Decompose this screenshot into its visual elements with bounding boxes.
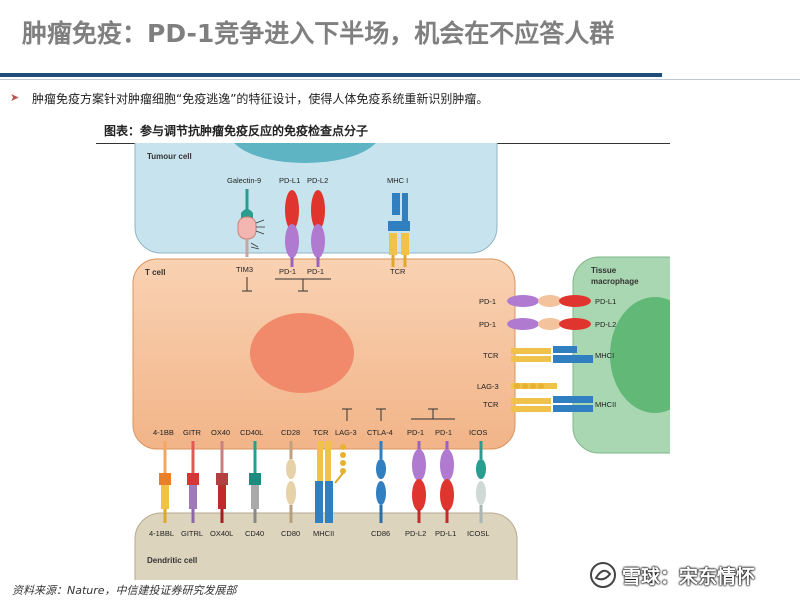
r5-left-label: TCR — [483, 400, 499, 409]
bullet-arrow-icon: ➤ — [10, 91, 20, 104]
macrophage-label-2: macrophage — [591, 277, 639, 286]
label-cd40l: CD40L — [240, 428, 263, 437]
label-lag3-bottom: LAG-3 — [335, 428, 357, 437]
pd1-top-label-a: PD-1 — [279, 267, 296, 276]
tim3-label: TIM3 — [236, 265, 253, 274]
tumour-nucleus — [234, 143, 376, 163]
r5-right-label: MHCII — [595, 400, 616, 409]
immune-checkpoint-diagram: Tumour cell Tissue macrophage Dendritic … — [132, 143, 670, 580]
r3-right-label: MHCI — [595, 351, 614, 360]
label-pd1-bottom-b: PD-1 — [435, 428, 452, 437]
tcr-top-label: TCR — [390, 267, 406, 276]
label-pdl1-bottom: PD-L1 — [435, 529, 456, 538]
r2-right-label: PD-L2 — [595, 320, 616, 329]
t-cell-nucleus — [250, 313, 354, 393]
watermark-text: 雪球：宋东情怀 — [622, 566, 756, 588]
tumour-cell-label: Tumour cell — [147, 152, 192, 161]
galectin9-label: Galectin-9 — [227, 176, 261, 185]
t-cell-label: T cell — [145, 268, 165, 277]
bottom-receptors — [159, 441, 486, 523]
page-title: 肿瘤免疫：PD-1竞争进入下半场，机会在不应答人群 — [22, 19, 615, 48]
label-mhcii-bottom: MHCII — [313, 529, 334, 538]
label-gitrl: GITRL — [181, 529, 203, 538]
r1-right-label: PD-L1 — [595, 297, 616, 306]
label-cd80: CD80 — [281, 529, 300, 538]
source-note: 资料来源：Nature，中信建投证券研究发展部 — [12, 584, 237, 597]
label-gitr: GITR — [183, 428, 201, 437]
pd1-top-label-b: PD-1 — [307, 267, 324, 276]
r4-left-label: LAG-3 — [477, 382, 499, 391]
macrophage-label-1: Tissue — [591, 266, 617, 275]
label-cd40: CD40 — [245, 529, 264, 538]
label-tcr-bottom: TCR — [313, 428, 329, 437]
snowball-logo-icon — [590, 562, 616, 588]
pdl1-top-label: PD-L1 — [279, 176, 300, 185]
r3-left-label: TCR — [483, 351, 499, 360]
label-41bbl: 4-1BBL — [149, 529, 174, 538]
label-ctla4: CTLA-4 — [367, 428, 393, 437]
r2-left-label: PD-1 — [479, 320, 496, 329]
title-rule-end — [650, 73, 662, 77]
bullet-text: 肿瘤免疫方案针对肿瘤细胞“免疫逃逸”的特征设计，使得人体免疫系统重新识别肿瘤。 — [32, 92, 489, 106]
label-pdl2-bottom: PD-L2 — [405, 529, 426, 538]
label-pd1-bottom-a: PD-1 — [407, 428, 424, 437]
title-rule — [0, 73, 662, 77]
dendritic-cell — [134, 512, 518, 580]
label-ox40: OX40 — [211, 428, 230, 437]
pdl2-top-label: PD-L2 — [307, 176, 328, 185]
label-ox40l: OX40L — [210, 529, 233, 538]
label-icos: ICOS — [469, 428, 487, 437]
label-cd86: CD86 — [371, 529, 390, 538]
figure-caption: 图表：参与调节抗肿瘤免疫反应的免疫检查点分子 — [104, 124, 369, 138]
macrophage-nucleus — [610, 297, 670, 413]
r1-left-label: PD-1 — [479, 297, 496, 306]
title-rule-thin — [0, 79, 800, 80]
dendritic-cell-label: Dendritic cell — [147, 556, 197, 565]
watermark: 雪球：宋东情怀 — [588, 558, 798, 592]
label-cd28: CD28 — [281, 428, 300, 437]
label-41bb: 4-1BB — [153, 428, 174, 437]
label-icosl: ICOSL — [467, 529, 490, 538]
mhc1-label: MHC I — [387, 176, 408, 185]
